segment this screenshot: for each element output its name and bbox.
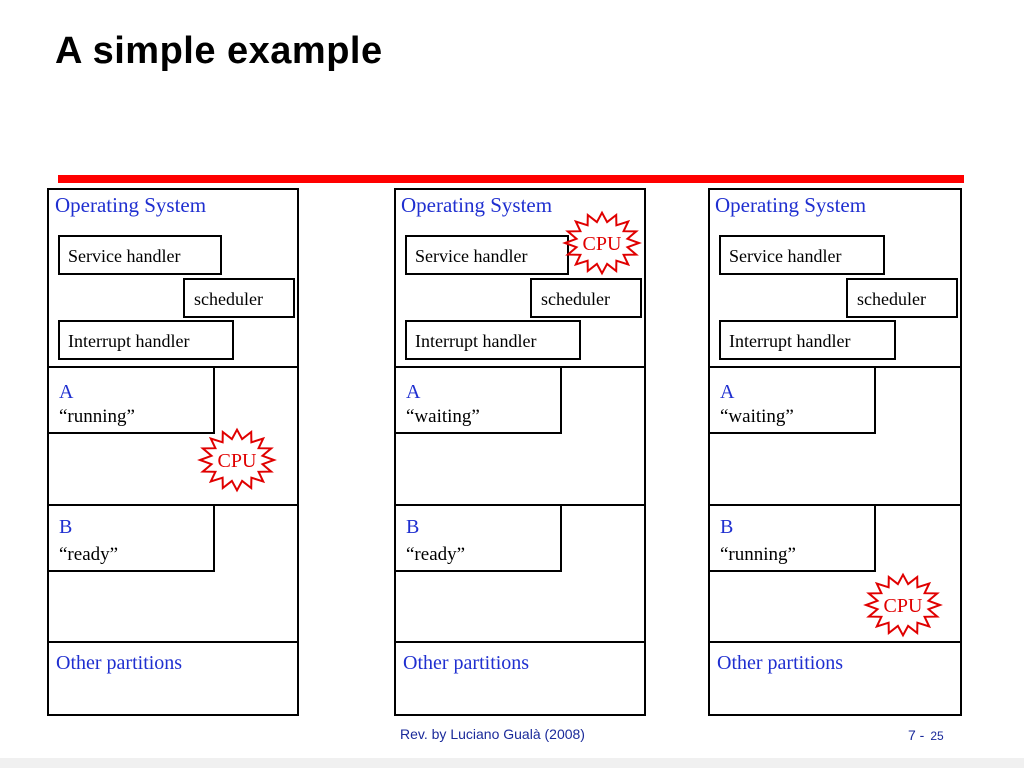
- scheduler-label: scheduler: [541, 289, 610, 309]
- cpu-label: CPU: [583, 233, 622, 255]
- process-a-name: A: [720, 381, 735, 403]
- process-b-name: B: [406, 516, 419, 538]
- panel-outline: [394, 188, 646, 716]
- page-title: A simple example: [55, 30, 383, 72]
- process-a-box: [47, 366, 215, 434]
- process-a-state: “running”: [59, 406, 135, 427]
- other-partitions-label: Other partitions: [717, 652, 843, 674]
- memory-panel-3: Operating System Service handler schedul…: [708, 188, 964, 718]
- scheduler-box: [846, 278, 958, 318]
- scheduler-box: [183, 278, 295, 318]
- process-b-box: [394, 504, 562, 572]
- process-a-state: “waiting”: [406, 406, 480, 427]
- page-prefix: 7 -: [908, 727, 925, 743]
- process-a-box: [394, 366, 562, 434]
- scheduler-label: scheduler: [857, 289, 926, 309]
- process-b-box: [47, 504, 215, 572]
- service-handler-label: Service handler: [729, 246, 841, 266]
- interrupt-handler-box: [58, 320, 234, 360]
- other-partitions-label: Other partitions: [56, 652, 182, 674]
- panel-outline: [708, 188, 962, 716]
- interrupt-handler-box: [405, 320, 581, 360]
- process-b-state: “running”: [720, 544, 796, 565]
- process-a-box: [708, 366, 876, 434]
- footer-credit: Rev. by Luciano Gualà (2008): [400, 726, 585, 742]
- process-b-name: B: [720, 516, 733, 538]
- cpu-label: CPU: [884, 595, 923, 617]
- process-a-name: A: [59, 381, 74, 403]
- interrupt-handler-label: Interrupt handler: [415, 331, 536, 351]
- os-label: Operating System: [55, 193, 206, 217]
- process-a-name: A: [406, 381, 421, 403]
- scheduler-label: scheduler: [194, 289, 263, 309]
- service-handler-box: [58, 235, 222, 275]
- process-b-state: “ready”: [59, 544, 118, 565]
- process-b-state: “ready”: [406, 544, 465, 565]
- cpu-burst-icon: CPU: [863, 572, 943, 638]
- service-handler-box: [719, 235, 885, 275]
- service-handler-label: Service handler: [68, 246, 180, 266]
- process-b-name: B: [59, 516, 72, 538]
- cpu-burst-icon: CPU: [197, 427, 277, 493]
- other-partitions-label: Other partitions: [403, 652, 529, 674]
- memory-diagram-3: Operating System Service handler schedul…: [708, 188, 962, 716]
- process-b-box: [708, 504, 876, 572]
- cpu-label: CPU: [218, 450, 257, 472]
- memory-panel-2: Operating System Service handler schedul…: [394, 188, 648, 718]
- interrupt-handler-label: Interrupt handler: [729, 331, 850, 351]
- interrupt-handler-label: Interrupt handler: [68, 331, 189, 351]
- scheduler-box: [530, 278, 642, 318]
- interrupt-handler-box: [719, 320, 896, 360]
- title-divider: [58, 175, 964, 183]
- os-label: Operating System: [401, 193, 552, 217]
- page-number: 7 - 25: [908, 727, 944, 743]
- os-label: Operating System: [715, 193, 866, 217]
- bottom-strip: [0, 758, 1024, 768]
- service-handler-box: [405, 235, 569, 275]
- page-number-value: 25: [930, 729, 944, 743]
- memory-diagram-1: Operating System Service handler schedul…: [47, 188, 299, 716]
- service-handler-label: Service handler: [415, 246, 527, 266]
- process-a-state: “waiting”: [720, 406, 794, 427]
- cpu-burst-icon: CPU: [562, 210, 642, 276]
- memory-panel-1: Operating System Service handler schedul…: [47, 188, 301, 718]
- memory-diagram-2: Operating System Service handler schedul…: [394, 188, 646, 716]
